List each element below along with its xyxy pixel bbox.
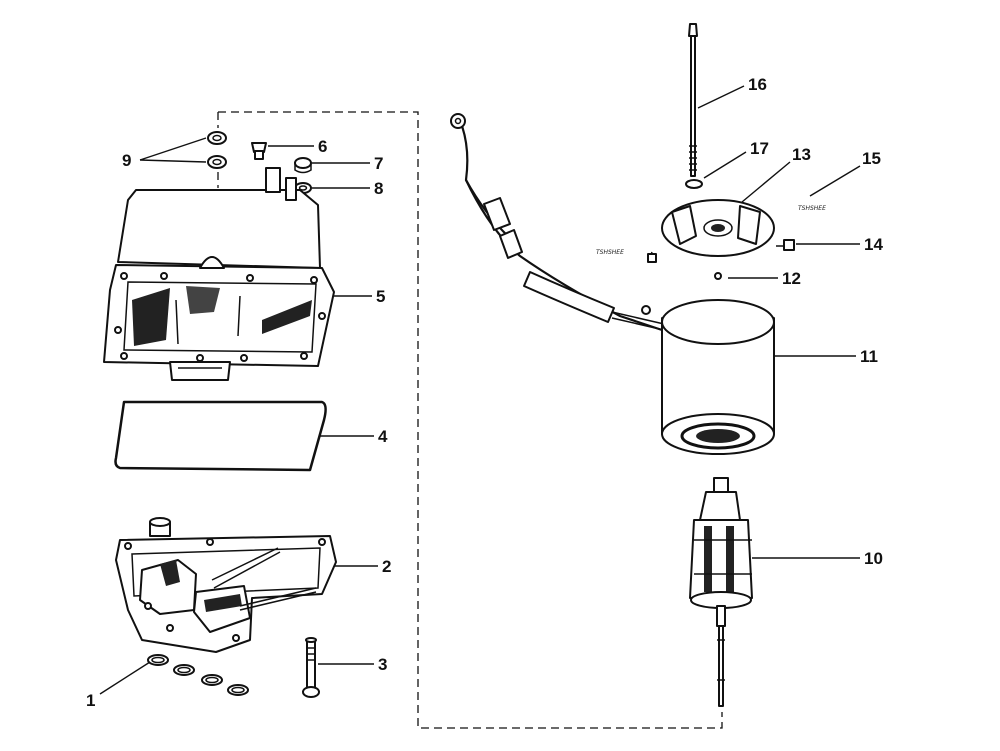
callout-10: 10: [864, 549, 883, 568]
part-4-gasket: [114, 400, 327, 472]
callout-3: 3: [378, 655, 387, 674]
wiring-harness: [450, 113, 665, 332]
part-7-nut: [294, 157, 312, 174]
part-1-o-rings: [147, 654, 249, 696]
callout-1: 1: [86, 691, 95, 710]
leader-lines: [99, 85, 861, 695]
callout-2: 2: [382, 557, 391, 576]
callout-6: 6: [318, 137, 327, 156]
brush-mark-left: TSHSHEE: [596, 249, 624, 256]
callout-9: 9: [122, 151, 131, 170]
callout-16: 16: [748, 75, 767, 94]
part-5-housing-cover: [103, 167, 335, 381]
callout-17: 17: [750, 139, 769, 158]
callout-14: 14: [864, 235, 883, 254]
callout-12: 12: [782, 269, 801, 288]
part-16-through-bolt: [688, 23, 698, 177]
part-9-washers: [207, 131, 227, 169]
part-12-ball: [714, 272, 722, 280]
callout-13: 13: [792, 145, 811, 164]
part-10-armature: [689, 477, 753, 707]
part-3-bolt: [302, 637, 320, 698]
callout-11: 11: [860, 347, 878, 366]
callout-7: 7: [374, 154, 383, 173]
part-13-end-plate: [647, 199, 795, 263]
callout-8: 8: [374, 179, 383, 198]
brush-mark-right: TSHSHEE: [798, 205, 826, 212]
part-6-screw: [251, 142, 267, 160]
callout-5: 5: [376, 287, 385, 306]
callout-4: 4: [378, 427, 388, 446]
part-17-washer: [685, 179, 703, 189]
callout-15: 15: [862, 149, 881, 168]
assembly-guide-dashed-line: [217, 111, 723, 729]
part-2-gear-housing: [115, 517, 337, 653]
part-11-motor-frame: [661, 299, 775, 455]
